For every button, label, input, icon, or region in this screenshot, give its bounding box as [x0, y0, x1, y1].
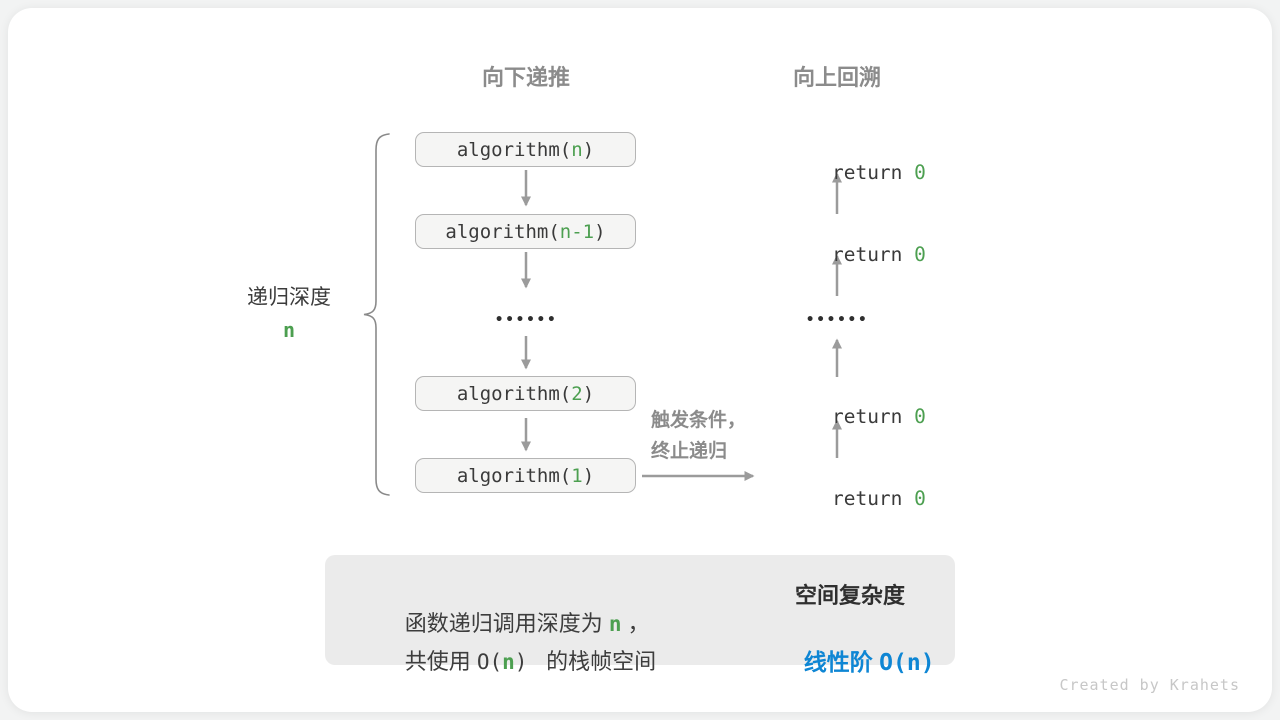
depth-value: n: [282, 318, 296, 342]
return-statement: return 0: [785, 464, 926, 533]
termination-line2: 终止递归: [651, 441, 728, 462]
summary-text: 共使用: [404, 649, 477, 674]
code-text: algorithm(: [445, 220, 560, 243]
complexity-order: 线性阶: [803, 649, 880, 675]
termination-label: 触发条件， 终止递归: [651, 405, 746, 467]
code-arg: 1: [571, 464, 583, 487]
watermark: Created by Krahets: [1059, 676, 1240, 694]
call-box-1: algorithm(1): [415, 458, 636, 493]
summary-var: n: [608, 612, 622, 636]
return-value: 0: [914, 487, 926, 510]
call-box-n-1: algorithm(n-1): [415, 214, 636, 249]
return-text: return: [831, 243, 915, 266]
return-statement: return 0: [785, 220, 926, 289]
summary-line2: 共使用 O(n) 的栈帧空间: [368, 618, 657, 702]
return-statement: return 0: [785, 138, 926, 207]
summary-panel: 函数递归调用深度为 n ， 共使用 O(n) 的栈帧空间 空间复杂度 线性阶 O…: [325, 555, 955, 676]
complexity-result: 线性阶 O(n): [745, 616, 955, 704]
code-text: ): [594, 220, 606, 243]
ellipsis-dots: ••••••: [494, 312, 558, 328]
termination-line1: 触发条件，: [651, 410, 747, 431]
depth-label: 递归深度: [247, 286, 331, 309]
code-arg: n-1: [559, 220, 595, 243]
complexity-big-o: O(n): [879, 650, 935, 676]
summary-text: 的栈帧空间: [540, 649, 657, 674]
return-value: 0: [914, 243, 926, 266]
code-text: algorithm(: [456, 138, 572, 161]
code-text: ): [582, 138, 595, 161]
return-text: return: [831, 405, 915, 428]
heading-recurse-down: 向下递推: [481, 65, 570, 90]
summary-text: 函数递归调用深度为: [404, 611, 609, 636]
summary-var: n: [502, 650, 515, 674]
call-box-2: algorithm(2): [415, 376, 636, 411]
big-o-text: O(: [476, 650, 503, 674]
code-arg: n: [571, 138, 583, 161]
summary-text: ，: [621, 611, 650, 636]
code-text: ): [582, 382, 595, 405]
ellipsis-dots: ••••••: [805, 312, 869, 328]
heading-backtrack-up: 向上回溯: [792, 65, 881, 90]
return-text: return: [831, 161, 915, 184]
code-text: algorithm(: [456, 382, 572, 405]
code-text: ): [582, 464, 595, 487]
return-text: return: [831, 487, 915, 510]
big-o-text: ): [514, 650, 541, 674]
call-box-n: algorithm(n): [415, 132, 636, 167]
return-statement: return 0: [785, 382, 926, 451]
return-value: 0: [914, 405, 926, 428]
summary-line1: 函数递归调用深度为 n ，: [368, 580, 650, 664]
code-text: algorithm(: [456, 464, 572, 487]
complexity-title: 空间复杂度: [794, 583, 905, 608]
return-value: 0: [914, 161, 926, 184]
code-arg: 2: [571, 382, 583, 405]
